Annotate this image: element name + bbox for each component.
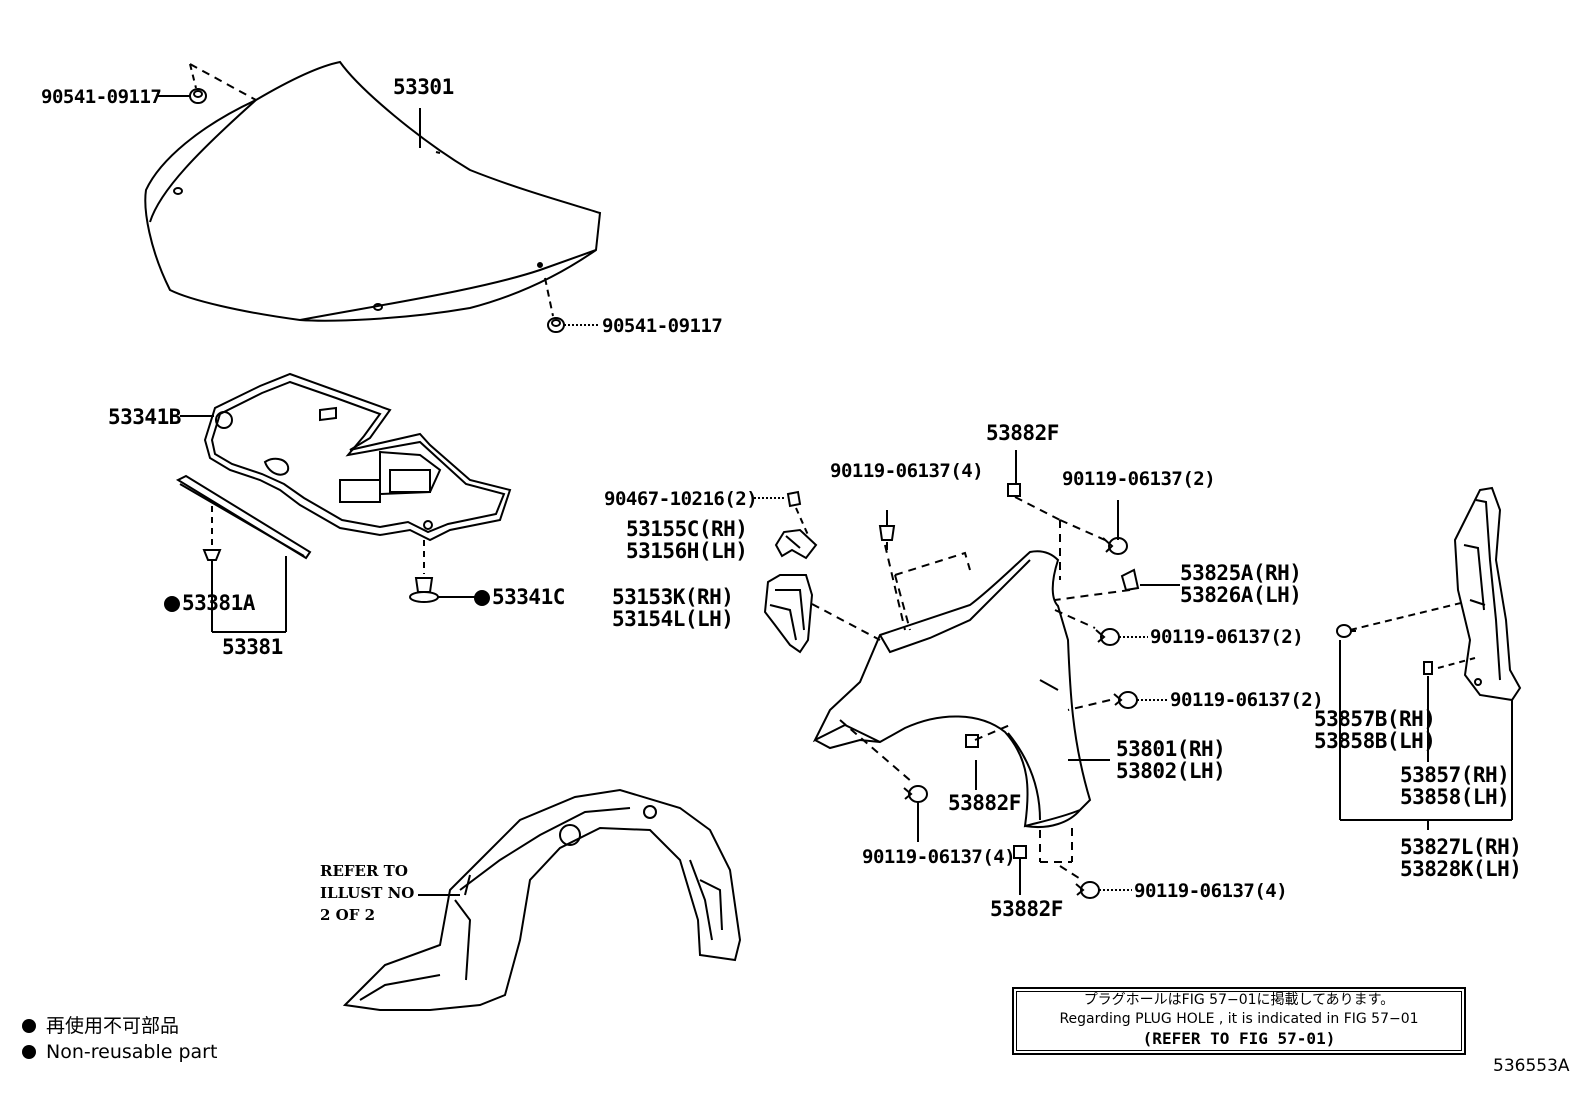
plug-hole-note-box: プラグホールはFIG 57−01に掲載してあります。 Regarding PLU… (1012, 987, 1466, 1055)
label-pad-top: 53882F (986, 421, 1059, 445)
label-bolt-mid-2b: 90119-06137(2) (1170, 689, 1324, 711)
refer-note-line3: 2 OF 2 (320, 906, 376, 924)
label-fender-lh: 53802(LH) (1116, 759, 1226, 783)
hood-clip-top-part (158, 63, 257, 104)
legend-japanese: 再使用不可部品 (22, 1013, 179, 1039)
legend-english: Non-reusable part (22, 1039, 217, 1065)
hood-part (144, 60, 602, 322)
plug-hole-note-refer: (REFER TO FIG 57-01) (1142, 1029, 1336, 1048)
label-hood-clip-bottom: 90541-09117 (602, 315, 723, 337)
label-seal-clip: 53381A (164, 592, 255, 614)
label-seal-plate-rh: 53857(RH) (1400, 763, 1510, 787)
label-clip-lh: 53826A(LH) (1180, 583, 1302, 607)
fender-attachment-lines (811, 496, 1131, 881)
label-bolt-top-4: 90119-06137(4) (830, 460, 984, 482)
label-insulator: 53341B (108, 405, 181, 429)
bracket-upper-part (754, 490, 818, 560)
plug-hole-note-en: Regarding PLUG HOLE , it is indicated in… (1059, 1011, 1419, 1027)
label-bolt-bottom-4b: 90119-06137(4) (1134, 880, 1288, 902)
leader-refer-tail (464, 874, 471, 896)
label-bolt-bottom-4a: 90119-06137(4) (862, 846, 1016, 868)
label-pad-bottom: 53882F (990, 897, 1063, 921)
label-bracket-lower-lh: 53154L(LH) (612, 607, 734, 631)
label-hood: 53301 (393, 75, 454, 99)
plug-hole-note-jp: プラグホールはFIG 57−01に掲載してあります。 (1083, 992, 1395, 1008)
insulator-clip-part (409, 540, 478, 603)
label-clip-rh: 53825A(RH) (1180, 561, 1302, 585)
label-seal: 53381 (222, 635, 283, 659)
label-insulator-clip: 53341C (474, 586, 565, 608)
label-bracket-lower-rh: 53153K(RH) (612, 585, 734, 609)
label-seal-side-rh: 53857B(RH) (1314, 707, 1436, 731)
label-seal-plate-lh: 53858(LH) (1400, 785, 1510, 809)
fender-part (812, 550, 1092, 828)
insulator-part (203, 372, 512, 542)
label-seal-side-lh: 53858B(LH) (1314, 729, 1436, 753)
refer-note-line2: ILLUST NO (320, 884, 415, 902)
label-bolt-top-2: 90119-06137(2) (1062, 468, 1216, 490)
hood-clip-bottom-part (544, 277, 600, 333)
label-assy-rh: 53827L(RH) (1400, 835, 1522, 859)
non-reusable-bullet-icon (164, 596, 180, 612)
label-bracket-upper-lh: 53156H(LH) (626, 539, 748, 563)
seal-clip-part (202, 506, 287, 633)
bullet-icon (22, 1019, 36, 1033)
label-fender-rh: 53801(RH) (1116, 737, 1226, 761)
fender-bolts (878, 450, 1180, 899)
figure-id: 536553A (1493, 1056, 1570, 1076)
label-assy-lh: 53828K(LH) (1400, 857, 1522, 881)
label-bolt-mid-2a: 90119-06137(2) (1150, 626, 1304, 648)
seal-part (175, 474, 312, 560)
side-seal-clips (1336, 601, 1513, 830)
bracket-lower-part (763, 574, 814, 654)
bullet-icon (22, 1045, 36, 1059)
side-seal-part (1453, 486, 1522, 702)
fender-liner-part (342, 788, 742, 1011)
refer-note-line1: REFER TO (320, 862, 408, 880)
label-bracket-upper-rh: 53155C(RH) (626, 517, 748, 541)
label-pad-mid: 53882F (948, 791, 1021, 815)
non-reusable-bullet-icon (474, 590, 490, 606)
label-nut-90467: 90467-10216(2) (604, 488, 758, 510)
label-hood-clip-top: 90541-09117 (41, 86, 162, 108)
